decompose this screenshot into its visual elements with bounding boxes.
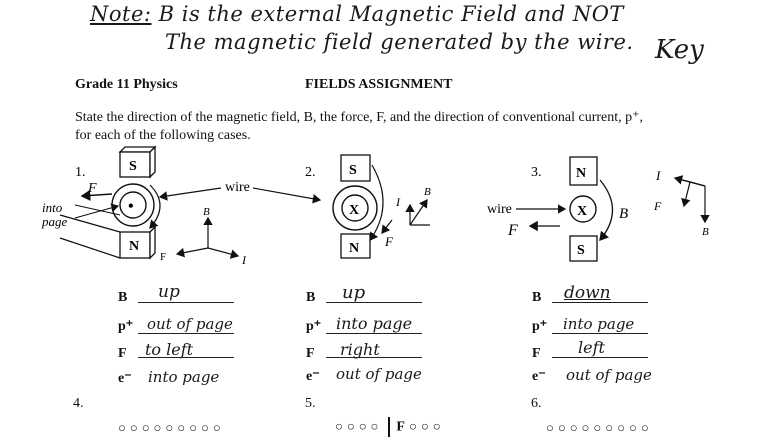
answer-p-3: into page [563,315,635,333]
label-p-2: p⁺ [306,319,322,334]
label-p-1: p⁺ [118,319,134,334]
note-text-2: The magnetic field generated by the wire… [165,30,634,54]
diagram-2-number: 2. [305,165,316,180]
answer-e-1: into page [148,368,220,386]
note-prefix: Note: [90,2,152,26]
axis-b-3: B [702,226,709,238]
answer-f-2: right [340,340,380,359]
hand-b-2: B [424,186,431,198]
wire-symbol-2: X [349,203,359,218]
label-e-3: e⁻ [532,369,546,384]
case-6-number: 6. [531,396,542,411]
diagram-area: 1. S N • F into page wire [41,145,710,267]
diagram-1: 1. S N • F into page wire [41,145,322,267]
hand-i-2: I [395,195,401,209]
pole-bottom-1: N [129,239,139,254]
axes-1: B F I [160,206,247,267]
hand-f-2: F [384,234,394,249]
note-line-1: Note: B is the external Magnetic Field a… [90,2,624,26]
answer-p-2: into page [336,314,413,333]
label-e-2: e⁻ [306,369,320,384]
pole-bottom-2: N [349,241,359,256]
magnet-top-3 [569,156,598,186]
axis-f-3: F [653,199,662,213]
diagram-1-number: 1. [75,165,86,180]
magnet-top-1: S [118,145,157,179]
pole-top-2: S [349,163,357,178]
magnet-top-2 [340,154,371,182]
diagram-3-number: 3. [531,165,542,180]
label-b-3: B [532,290,542,305]
pole-bottom-3: S [577,243,585,258]
answer-f-3: left [578,338,605,357]
wire-label-3: wire [487,202,512,217]
label-e-1: e⁻ [118,371,132,386]
magnet-bottom-3 [569,235,598,262]
wire-symbol-1: • [128,198,134,215]
case-5-dots-after: ○○○ [408,418,445,434]
label-b-2: B [306,290,316,305]
axis-i-3: I [655,168,661,183]
magnet-bottom-1: N [119,225,156,260]
key-label: Key [655,35,704,65]
diagram-3: 3. N S X wire B F I F B [487,156,710,262]
case-6-dots: ○○○○○○○○○ [546,420,653,435]
wire-label: wire [225,180,250,195]
instructions-line-1: State the direction of the magnetic fiel… [75,110,644,125]
course-title: Grade 11 Physics [75,77,178,92]
label-f-3: F [532,346,541,361]
pole-top-1: S [129,159,137,174]
answer-p-1: out of page [147,315,233,333]
instructions-line-2: for each of the following cases. [75,128,251,143]
case-5-f-label: F [396,419,405,435]
hand-f-1: F [87,181,97,196]
answer-e-3: out of page [566,366,652,384]
hand-into-1: into [42,200,63,215]
answer-e-2: out of page [336,365,422,383]
case-4-number: 4. [73,396,84,411]
wire-symbol-3: X [577,204,587,219]
label-f-1: F [118,346,127,361]
case-4-dots: ○○○○○○○○○ [118,420,225,435]
diagram-2: 2. S N X F I B [305,154,431,259]
case-5-number: 5. [305,396,316,411]
axis-b-1: B [203,206,210,218]
label-f-2: F [306,346,315,361]
answer-b-2: up [342,282,366,303]
case-5-wire [388,417,391,437]
hand-page-1: page [41,214,68,229]
hand-b-3: B [619,206,628,222]
magnet-bottom-2 [340,233,371,259]
hand-f-3: F [507,222,518,239]
answer-f-1: to left [145,340,194,359]
axis-f-1: F [160,251,166,263]
label-p-3: p⁺ [532,319,548,334]
answer-b-3: down [564,283,611,303]
assignment-title: FIELDS ASSIGNMENT [305,77,453,92]
case-5-row: ○○○○ F ○○○ [335,417,445,437]
label-b-1: B [118,290,128,305]
note-text-1: B is the external Magnetic Field and NOT [158,2,624,26]
pole-top-3: N [576,166,586,181]
answer-b-1: up [158,282,180,302]
axis-i-1: I [241,253,247,267]
case-5-dots: ○○○○ [335,418,383,434]
